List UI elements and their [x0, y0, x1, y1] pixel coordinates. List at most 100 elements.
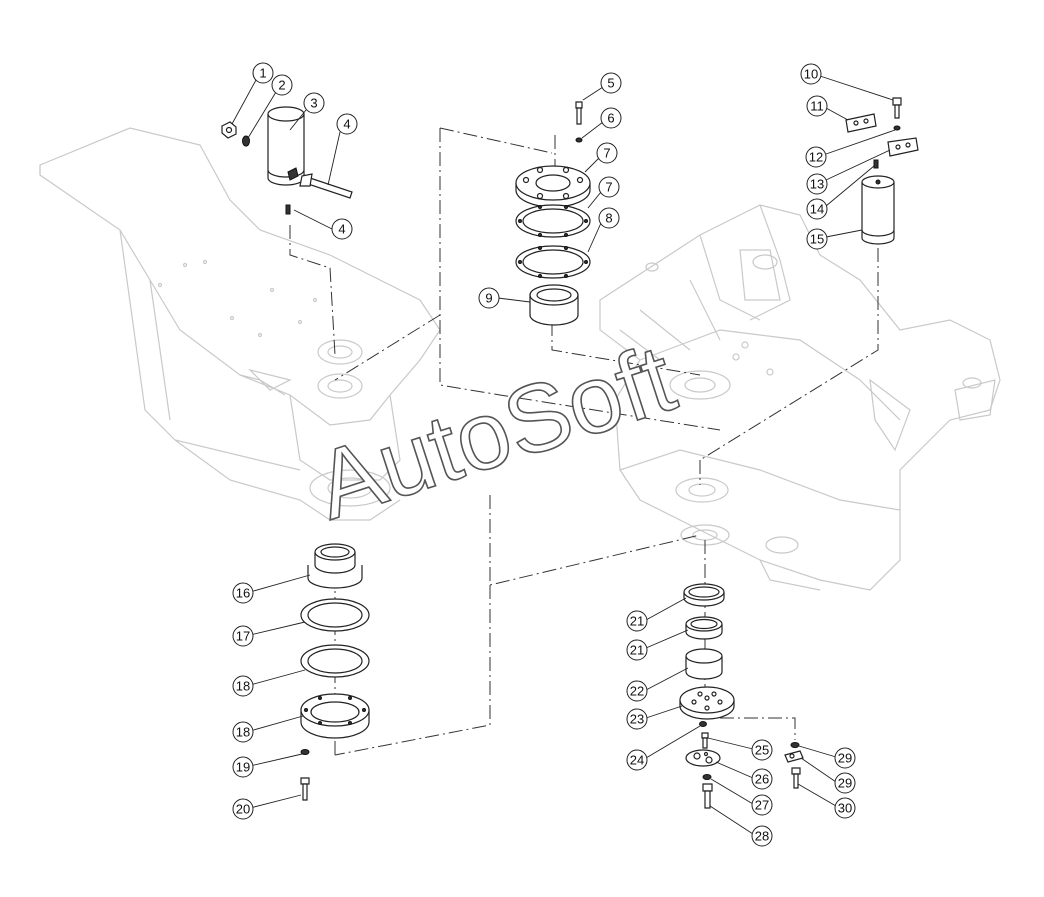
- callout-23: 23: [626, 708, 648, 730]
- callouts: 1 2 3 4 4 5 6 7 7 8 9 10 11 12 13 14 15: [231, 62, 896, 847]
- svg-text:30: 30: [838, 801, 852, 816]
- callout-24: 24: [626, 749, 648, 771]
- callout-2: 7: [596, 142, 618, 164]
- callout-11: 18: [232, 675, 254, 697]
- svg-text:21: 21: [630, 614, 644, 629]
- shim-16: [515, 245, 591, 279]
- callout-26: 26: [751, 768, 773, 790]
- washer-28: [790, 742, 800, 748]
- callout-19: 21: [626, 610, 648, 632]
- plate-27: [784, 750, 804, 763]
- callout-7-lower: 13: [806, 173, 828, 195]
- svg-text:5: 5: [607, 76, 614, 91]
- callout-4-top: 2: [271, 74, 293, 96]
- callout-28: 29: [834, 747, 856, 769]
- washer-14: [575, 137, 583, 143]
- callout-30: 28: [751, 825, 773, 847]
- callout-21-top: 12: [805, 146, 827, 168]
- callout-29-left: 20: [232, 798, 254, 820]
- nut-5: [221, 121, 237, 139]
- svg-text:15: 15: [810, 232, 824, 247]
- callout-3: 9: [478, 287, 500, 309]
- callout-18-right: 14: [806, 198, 828, 220]
- plate-23: [679, 686, 735, 720]
- pin-20: [861, 175, 895, 245]
- callout-6: 10: [800, 63, 822, 85]
- plate-26: [685, 749, 721, 767]
- callout-18-left: 4: [331, 218, 353, 240]
- screw-6: [892, 97, 902, 119]
- svg-text:29: 29: [838, 776, 852, 791]
- callout-25: 25: [751, 739, 773, 761]
- callout-9: 16: [232, 582, 254, 604]
- callout-27: 29: [834, 772, 856, 794]
- svg-text:18: 18: [236, 679, 250, 694]
- callout-20: 15: [806, 228, 828, 250]
- svg-text:8: 8: [605, 211, 612, 226]
- callout-17: 4: [336, 113, 358, 135]
- callout-12: 18: [232, 721, 254, 743]
- svg-text:9: 9: [485, 291, 492, 306]
- bushing-22: [685, 648, 723, 680]
- svg-text:7: 7: [605, 180, 612, 195]
- plate-7-upper: [845, 113, 877, 133]
- svg-text:7: 7: [603, 146, 610, 161]
- svg-text:10: 10: [804, 67, 818, 82]
- svg-text:13: 13: [810, 177, 824, 192]
- shim-15: [515, 204, 591, 238]
- plate-7-lower: [887, 137, 919, 157]
- svg-text:1: 1: [259, 66, 266, 81]
- assembly-centerlines: [289, 127, 879, 756]
- shim-10: [300, 598, 370, 632]
- svg-text:23: 23: [630, 712, 644, 727]
- svg-text:27: 27: [755, 798, 769, 813]
- svg-text:17: 17: [236, 629, 250, 644]
- svg-text:4: 4: [343, 117, 350, 132]
- washer-24: [699, 721, 707, 727]
- svg-text:11: 11: [810, 99, 824, 114]
- screw-29-right: [791, 767, 801, 789]
- callout-29-right: 30: [834, 797, 856, 819]
- svg-text:29: 29: [838, 751, 852, 766]
- svg-text:24: 24: [630, 753, 644, 768]
- svg-text:3: 3: [310, 96, 317, 111]
- screw-13: [575, 101, 583, 125]
- svg-text:4: 4: [338, 222, 345, 237]
- svg-text:14: 14: [810, 202, 824, 217]
- bearing-3: [529, 284, 579, 326]
- callout-14: 6: [600, 107, 622, 129]
- cap-plate-2: [515, 165, 591, 208]
- callout-16: 8: [598, 207, 620, 229]
- parts: [221, 97, 919, 809]
- svg-text:26: 26: [755, 772, 769, 787]
- callout-22: 22: [626, 680, 648, 702]
- svg-text:18: 18: [236, 725, 250, 740]
- svg-text:2: 2: [278, 78, 285, 93]
- left-frame-ghost: [39, 127, 441, 521]
- washer-21-top: [893, 125, 901, 131]
- callout-21-bottom: 19: [232, 756, 254, 778]
- washer-4-bottom: [702, 774, 712, 780]
- svg-text:12: 12: [809, 150, 823, 165]
- right-frame-ghost: [599, 204, 1001, 591]
- pin-1: [267, 106, 305, 186]
- washer-21-bottom: [300, 749, 310, 755]
- svg-text:16: 16: [236, 586, 250, 601]
- screw-25: [701, 732, 709, 749]
- grease-nipple-18-right: [873, 159, 879, 169]
- screw-30: [702, 783, 713, 809]
- flange-12: [300, 693, 370, 739]
- shim-11: [300, 644, 370, 678]
- svg-text:28: 28: [755, 829, 769, 844]
- callout-8: 21: [626, 639, 648, 661]
- callout-7-upper: 11: [806, 95, 828, 117]
- svg-text:20: 20: [236, 802, 250, 817]
- callout-15: 7: [598, 176, 620, 198]
- grease-nipple-18-left: [285, 204, 291, 215]
- bolt-17: [299, 173, 353, 199]
- svg-text:6: 6: [607, 111, 614, 126]
- seal-8: [685, 616, 723, 640]
- callout-13: 5: [600, 72, 622, 94]
- svg-text:25: 25: [755, 743, 769, 758]
